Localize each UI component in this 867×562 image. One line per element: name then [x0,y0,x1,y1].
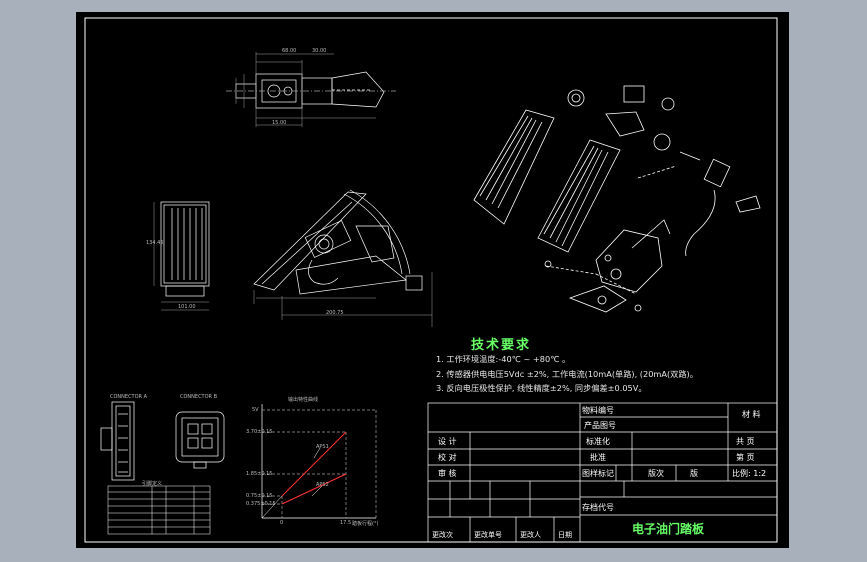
dim-top-c: 15.00 [272,120,287,126]
dim-front-height: 134.45 [146,240,164,246]
drawing-sheet: 技术要求 1. 工作环境温度:-40℃ ~ +80℃ 。 2. 传感器供电电压5… [76,12,789,548]
output-graph [261,404,377,519]
date-label: 日期 [558,531,572,539]
front-view-dims [153,202,209,311]
graph-y-tick-1-85: 1.85±0.15 [246,471,273,477]
tech-requirement-2: 2. 传感器供电电压5Vdc ±2%, 工作电流(10mA(单路), (20mA… [436,369,698,379]
graph-x-tick-0: 0 [280,520,284,526]
graph-y-tick-0-375: 0.375±0.15 [246,501,276,507]
top-view [226,71,396,109]
side-view [253,189,423,295]
material-label: 材 料 [742,410,761,419]
graph-y-tick-5v: 5V [252,407,259,413]
product-no-label: 产品图号 [584,421,616,430]
drawing-name: 电子油门踏板 [632,522,705,536]
frame-border [84,17,778,543]
edition-suffix: 版 [690,469,698,478]
graph-x-label: 踏板行程(°) [352,521,379,527]
tech-requirements-title: 技术要求 [471,338,532,353]
cad-drawing [84,17,778,543]
drawing-mark-label: 图样标记 [582,469,614,478]
dim-top-a: 68.00 [282,48,297,54]
change-doc-label: 更改单号 [474,531,502,539]
graph-title: 输出特性曲线 [288,397,319,403]
top-view-dims [235,52,376,127]
dim-side-length: 200.75 [326,310,344,316]
change-times-label: 更改次 [432,531,453,539]
graph-y-tick-3-70: 3.70±0.15 [246,429,273,435]
changer-label: 更改人 [520,531,541,539]
connector-b-label: CONNECTOR B [180,394,218,400]
side-view-dims [253,272,433,327]
connector-b [175,411,225,469]
edition-label: 版次 [648,469,664,478]
connector-a-label: CONNECTOR A [110,394,148,400]
graph-y-tick-0-75: 0.75±0.15 [246,493,273,499]
approve-label: 批准 [590,453,606,462]
graph-curve-aps1: APS1 [316,444,329,450]
graph-x-tick-17-5: 17.5 [340,520,352,526]
total-sheets-label: 共 页 [736,437,755,446]
dim-top-b: 30.00 [312,48,327,54]
pin-table [107,485,211,535]
tech-requirement-3: 3. 反向电压极性保护, 线性精度±2%, 同步偏差±0.05V。 [436,383,647,393]
design-label: 设 计 [438,437,457,446]
review-label: 审 核 [438,469,457,478]
scale-label: 比例: 1:2 [732,469,767,478]
sheet-no-label: 第 页 [736,453,755,462]
tech-requirement-1: 1. 工作环境温度:-40℃ ~ +80℃ 。 [436,354,571,364]
exploded-view [473,85,761,313]
standardize-label: 标准化 [586,437,610,446]
proofread-label: 校 对 [438,453,457,462]
connector-a [100,401,135,481]
graph-curve-aps2: APS2 [316,482,329,488]
material-no-label: 物料编号 [582,406,614,415]
pin-table-title: 引脚定义 [142,481,163,487]
archive-no-label: 存档代号 [582,503,614,512]
dim-base-width: 101.00 [178,304,196,310]
front-view [160,201,210,297]
title-block [427,402,778,543]
